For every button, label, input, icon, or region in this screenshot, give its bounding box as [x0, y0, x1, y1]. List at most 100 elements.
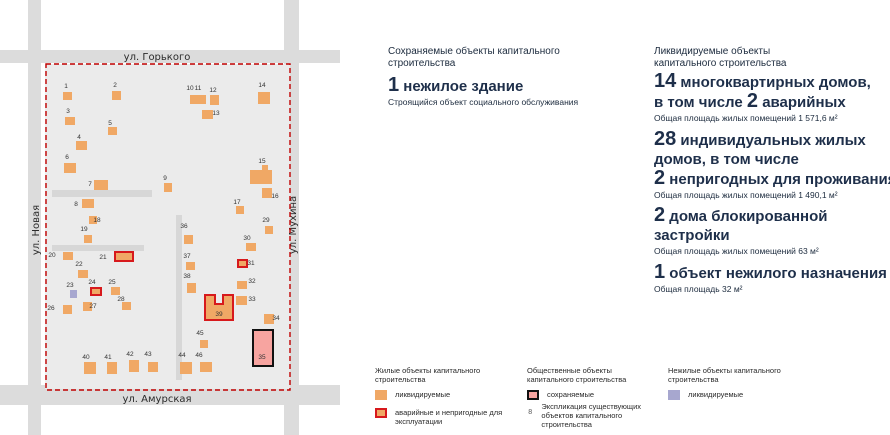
- driveway: [52, 245, 144, 251]
- building-number: 45: [196, 330, 204, 337]
- building-15: 15: [250, 158, 272, 184]
- legend-nonres-title: Нежилые объекты капитального строительст…: [668, 366, 781, 384]
- legend-preserved: сохраняемые: [527, 390, 594, 400]
- planning-boundary: [45, 63, 291, 391]
- building-shape: [198, 95, 206, 104]
- building-shape: [262, 188, 272, 198]
- building-shape: [111, 287, 120, 295]
- legend-demolish: ликвидируемые: [375, 390, 450, 400]
- building-number: 21: [99, 254, 107, 261]
- building-number: 31: [247, 260, 255, 267]
- building-14: 14: [258, 82, 270, 104]
- building-shape: [237, 259, 248, 268]
- building-number: 20: [48, 252, 56, 259]
- mkd-line-1: 14 многоквартирных домов,: [654, 70, 884, 92]
- building-number: 46: [195, 352, 203, 359]
- building-27: 27: [83, 302, 97, 311]
- nonres-area: Общая площадь 32 м²: [654, 284, 743, 294]
- mkd-area: Общая площадь жилых помещений 1 571,6 м²: [654, 113, 838, 123]
- individual-line-1: 28 индивидуальных жилых: [654, 129, 884, 150]
- building-28: 28: [117, 296, 131, 310]
- building-number: 35: [258, 354, 266, 361]
- building-number: 18: [93, 217, 101, 224]
- building-shape: [204, 294, 234, 321]
- building-number: 36: [180, 223, 188, 230]
- legend-swatch-preserved: [527, 390, 539, 400]
- preserved-section: Сохраняемые объекты капитального строите…: [388, 46, 618, 108]
- building-23: 23: [66, 282, 77, 298]
- building-shape: [84, 235, 92, 243]
- preserved-count: 1: [388, 74, 400, 96]
- building-29: 29: [262, 217, 273, 234]
- mkd-text-2: в том числе: [654, 94, 743, 111]
- street-label-north: ул. Горького: [124, 52, 191, 63]
- building-32: 32: [237, 278, 256, 289]
- building-number: 16: [271, 193, 279, 200]
- building-number: 3: [66, 108, 70, 115]
- building-36: 36: [180, 223, 193, 244]
- liquidated-heading: Ликвидируемые объекты капитального строи…: [654, 46, 787, 69]
- individual-line-3: 2 непригодных для проживания: [654, 168, 890, 189]
- building-shape: [63, 252, 73, 260]
- road-west: [28, 0, 41, 435]
- legend-swatch-demolish: [375, 390, 387, 400]
- building-shape: [210, 95, 219, 105]
- building-number: 6: [65, 154, 69, 161]
- building-shape: [63, 92, 72, 100]
- building-shape: [122, 302, 131, 310]
- building-number: 1: [64, 83, 68, 90]
- building-5: 5: [108, 120, 117, 135]
- building-3: 3: [65, 108, 75, 125]
- road-north: [0, 50, 340, 63]
- building-1: 1: [63, 83, 72, 100]
- building-shape: [187, 283, 196, 293]
- building-shape: [114, 251, 134, 262]
- site-map: ул. Горького ул. Амурская ул. Новая ул. …: [0, 0, 340, 435]
- building-number: 39: [215, 311, 223, 318]
- individual-text-3: непригодных для проживания: [669, 171, 890, 188]
- building-shape: [236, 296, 247, 305]
- preserved-heading: Сохраняемые объекты капитального строите…: [388, 46, 560, 69]
- building-39: 39: [204, 294, 234, 321]
- building-shape: [202, 110, 213, 119]
- building-shape: [89, 216, 97, 224]
- blocked-area: Общая площадь жилых помещений 63 м²: [654, 246, 819, 256]
- building-13: 13: [202, 110, 220, 119]
- building-shape: [258, 92, 270, 104]
- building-shape: [200, 362, 212, 372]
- building-number: 34: [272, 315, 280, 322]
- individual-area: Общая площадь жилых помещений 1 490,1 м²: [654, 190, 838, 200]
- liquidated-section: Ликвидируемые объекты капитального строи…: [654, 46, 890, 295]
- building-shape: [184, 235, 193, 244]
- street-label-south: ул. Амурская: [123, 394, 192, 405]
- building-34: 34: [264, 314, 280, 324]
- building-12: 12: [209, 87, 219, 105]
- building-shape: [250, 165, 272, 184]
- building-number: 17: [233, 199, 241, 206]
- building-22: 22: [75, 261, 88, 278]
- building-shape: [65, 117, 75, 125]
- building-44: 44: [178, 352, 192, 374]
- legend-nonres-label: ликвидируемые: [688, 390, 744, 399]
- street-label-west: ул. Новая: [31, 205, 42, 255]
- building-number: 26: [47, 305, 55, 312]
- legend-explication: 8 Экспликация существующих объектов капи…: [527, 402, 667, 429]
- building-number: 2: [113, 82, 117, 89]
- building-17: 17: [233, 199, 244, 214]
- building-number: 30: [243, 235, 251, 242]
- building-number: 25: [108, 279, 116, 286]
- legend-emergency: аварийные и непригодные для эксплуатации: [375, 408, 505, 426]
- mkd-count: 14: [654, 70, 677, 92]
- building-shape: [76, 141, 87, 150]
- legend-swatch-nonres: [668, 390, 680, 400]
- building-7: 7: [88, 180, 108, 190]
- building-shape: [94, 180, 108, 190]
- building-shape: [148, 362, 158, 372]
- building-shape: [108, 127, 117, 135]
- building-shape: [190, 95, 198, 104]
- building-45: 45: [196, 330, 208, 348]
- building-46: 46: [195, 352, 212, 372]
- building-number: 23: [66, 282, 74, 289]
- building-shape: [265, 226, 273, 234]
- building-number: 42: [126, 351, 134, 358]
